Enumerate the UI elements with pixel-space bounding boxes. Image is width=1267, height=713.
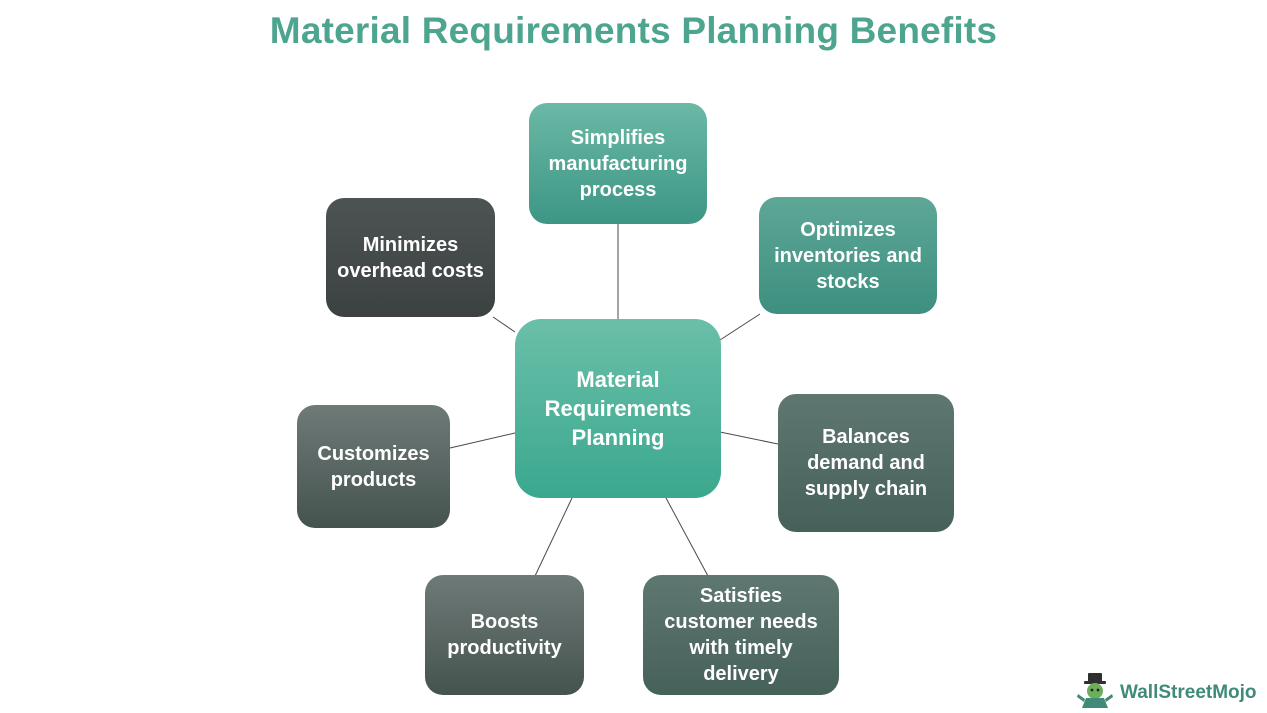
wallstreetmojo-logo: WallStreetMojo	[1076, 672, 1257, 713]
connector-line	[719, 313, 761, 341]
page-title: Material Requirements Planning Benefits	[269, 10, 998, 51]
connector-line	[534, 497, 573, 577]
benefit-balances-demand: Balances demand and supply chain	[778, 394, 954, 532]
connector-line	[665, 497, 709, 577]
connector-line	[492, 316, 516, 333]
benefit-optimizes-inventories: Optimizes inventories and stocks	[759, 197, 937, 314]
benefit-simplifies-manufacturing: Simplifies manufacturing process	[529, 103, 707, 224]
center-node: Material Requirements Planning	[515, 319, 721, 498]
benefit-boosts-productivity: Boosts productivity	[425, 575, 584, 695]
mascot-icon	[1076, 672, 1114, 713]
connector-line	[719, 431, 779, 445]
benefit-satisfies-customer: Satisfies customer needs with timely del…	[643, 575, 839, 695]
benefit-minimizes-overhead: Minimizes overhead costs	[326, 198, 495, 317]
connector-line	[449, 432, 516, 449]
logo-text: WallStreetMojo	[1120, 681, 1257, 703]
benefit-customizes-products: Customizes products	[297, 405, 450, 528]
